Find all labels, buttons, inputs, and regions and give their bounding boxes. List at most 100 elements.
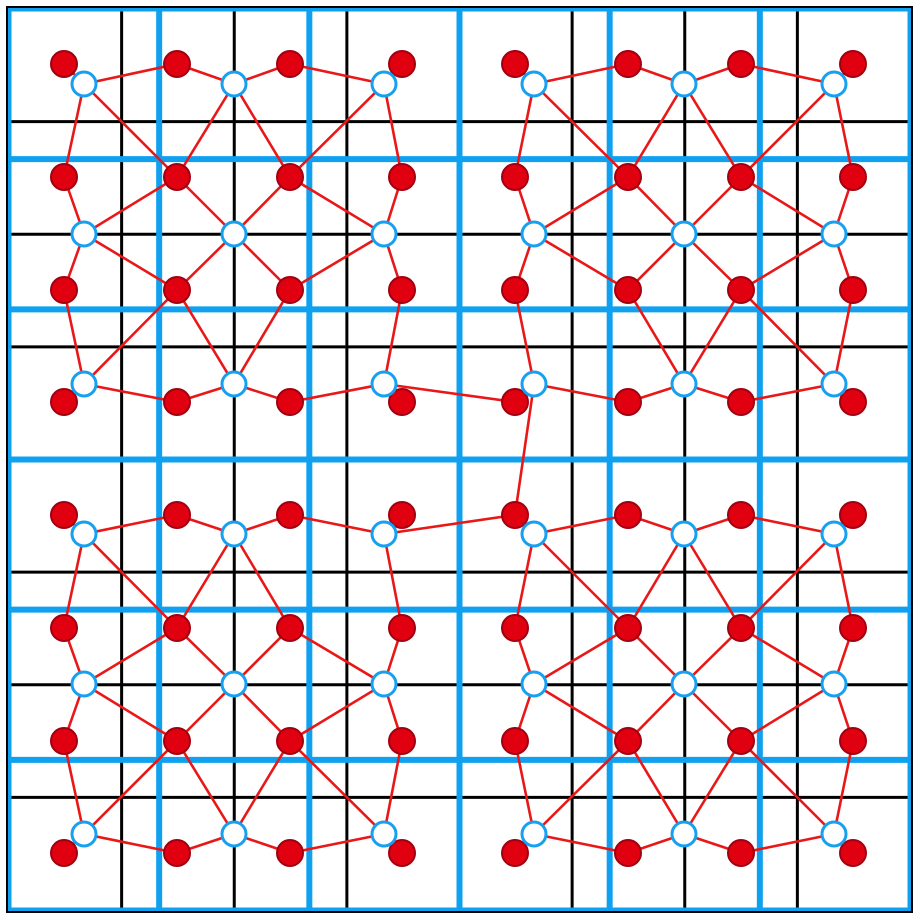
red-node [163,727,191,755]
red-node [388,50,416,78]
edge-line [82,62,179,86]
blue-node [820,520,848,548]
edge-line [739,682,836,743]
edge-line [739,62,836,86]
red-node [839,727,867,755]
red-node [839,163,867,191]
red-node [50,276,78,304]
red-node [276,614,304,642]
edge-line [382,382,517,404]
edge-line [288,232,386,292]
edge-line [288,832,386,855]
blue-node [520,220,548,248]
red-node [614,727,642,755]
red-node [276,50,304,78]
edge-line [382,513,517,536]
red-node [839,839,867,867]
edge-line [739,382,836,404]
red-node [839,50,867,78]
edge-line [532,82,630,179]
blue-node [370,670,398,698]
edge-line [513,82,536,179]
red-node [276,501,304,529]
edge-line [288,382,386,404]
edge-line [739,288,836,386]
red-node [727,276,755,304]
edge-line [739,532,836,630]
edge-line [682,288,743,386]
edge-line [82,532,179,630]
red-node [276,727,304,755]
blue-node [520,670,548,698]
edge-line [82,513,179,536]
edge-line [82,832,179,855]
edge-line [232,82,292,179]
edge-line [532,232,630,292]
edge-line [175,288,236,386]
red-node [276,163,304,191]
red-node [163,614,191,642]
blue-node [670,220,698,248]
red-node [839,388,867,416]
edge-line [532,62,630,86]
red-node [50,388,78,416]
red-node-layer [50,50,867,867]
edge-line [532,175,630,236]
edge-line [532,382,630,404]
blue-node [670,370,698,398]
red-node [501,50,529,78]
red-node [727,839,755,867]
blue-node [70,370,98,398]
red-node [388,614,416,642]
red-node [276,839,304,867]
edge-line [532,832,630,855]
red-node [388,501,416,529]
red-node [163,839,191,867]
blue-node [370,520,398,548]
edge-line [382,288,404,386]
edge-line [382,532,404,630]
edge-line [175,739,236,836]
red-node [50,614,78,642]
blue-node [70,670,98,698]
red-node [727,727,755,755]
edge-line [82,232,179,292]
red-node [727,388,755,416]
edge-line [532,532,630,630]
edge-line [532,513,630,536]
red-node [839,276,867,304]
red-node [50,839,78,867]
red-node [388,163,416,191]
edge-line [82,288,179,386]
blue-node [820,70,848,98]
edge-line [739,232,836,292]
red-node [163,501,191,529]
edge-line [626,532,686,630]
blue-node [370,70,398,98]
blue-node [220,520,248,548]
edge-line [626,82,686,179]
edge-line [832,82,855,179]
edge-line [739,832,836,855]
edge-line [626,739,686,836]
red-node [501,501,529,529]
edge-line [382,739,404,836]
red-node [727,614,755,642]
red-node [614,50,642,78]
red-node [614,276,642,304]
red-node [727,501,755,529]
blue-node [220,670,248,698]
edge-line [82,382,179,404]
edge-line [62,739,86,836]
red-node [163,388,191,416]
red-node [50,727,78,755]
edge-line [532,626,630,686]
red-node [614,163,642,191]
blue-node [820,220,848,248]
edge-line [288,513,386,536]
edge-line [288,175,386,236]
edge-line [682,739,743,836]
edge-line [682,532,743,630]
edge-line [626,288,686,386]
blue-node [220,220,248,248]
